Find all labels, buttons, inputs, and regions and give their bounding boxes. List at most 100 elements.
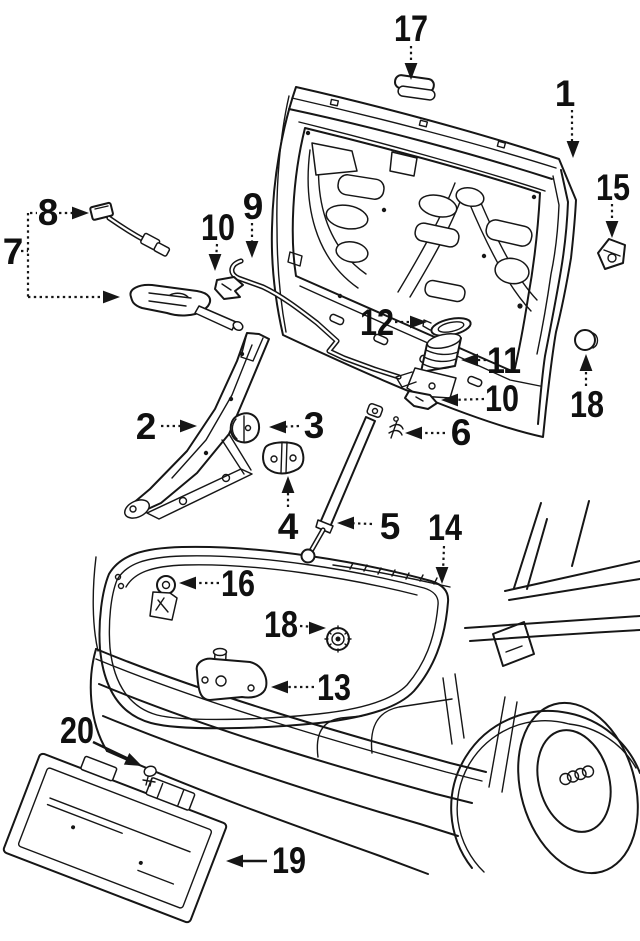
wheel: [517, 701, 639, 875]
arrowhead-icon: [269, 420, 286, 434]
grommet-body: [574, 329, 596, 351]
lid-cutout: [494, 257, 530, 285]
lid-slot: [329, 313, 345, 326]
arrowhead-icon: [226, 854, 243, 868]
ball-end: [300, 548, 316, 564]
clip-10-right: [404, 390, 438, 410]
callout-bracket-15: 15: [596, 167, 630, 238]
body-crease: [469, 629, 640, 642]
strut-eyelet: [366, 403, 384, 418]
cable-end-8: [89, 201, 171, 257]
base-arm: [395, 371, 417, 388]
beltline: [504, 560, 640, 592]
release-handle-7: [129, 283, 244, 332]
part-number-gas-strut: 5: [380, 506, 401, 547]
lid-cutout: [335, 241, 369, 263]
part-number-cable-end: 8: [38, 192, 59, 233]
callout-release-cable: 7: [3, 213, 120, 304]
callout-lid-pad: 17: [394, 8, 428, 80]
lid-cutout: [389, 151, 418, 177]
cylinder-rib: [423, 356, 457, 363]
callout-lock-gasket: 12: [360, 302, 427, 343]
lid-pad-17: [393, 74, 436, 101]
arrowhead-icon: [72, 206, 89, 220]
plate-hole: [201, 676, 209, 684]
bumper-end-cap: [89, 648, 108, 752]
clip-10-left: [214, 276, 244, 300]
strut-clip-6: [388, 416, 404, 439]
lever-tip: [232, 320, 244, 332]
callout-hinge: 2: [136, 406, 197, 447]
band-clip: [418, 119, 429, 128]
arrowhead-icon: [405, 426, 422, 440]
part-number-bracket-15: 15: [596, 167, 630, 208]
torsion-bar-inner: [230, 259, 401, 379]
handle-line: [148, 300, 187, 307]
part-number-clip-left: 10: [201, 207, 235, 248]
part-number-grommet-right: 18: [570, 384, 604, 425]
arrowhead-icon: [441, 393, 458, 407]
bumper-line: [95, 658, 483, 782]
lid-cutout: [418, 194, 458, 218]
arm-hole: [228, 396, 234, 402]
clip-head: [393, 416, 399, 422]
audi-rings-logo-icon: [559, 765, 595, 786]
bumper-arc: [231, 418, 238, 440]
part-number-bracket-16: 16: [221, 563, 255, 604]
fuel-door: [492, 621, 535, 667]
callout-trunk-lid: 1: [555, 73, 580, 158]
strut-hole: [221, 473, 231, 483]
body-line: [454, 673, 465, 739]
filler-panel-19: [2, 752, 228, 924]
bumper-hole: [289, 454, 297, 462]
callout-bumper-upper: 3: [269, 405, 324, 446]
callout-grommet-left: 18: [264, 604, 326, 645]
weatherstrip-inner: [108, 555, 439, 721]
connector: [89, 201, 114, 221]
panel-line: [137, 869, 175, 885]
body-crease: [464, 615, 640, 629]
part-number-bumper-lower: 4: [278, 506, 299, 547]
lid-hole: [305, 130, 311, 136]
panel-hole: [138, 860, 143, 865]
panel-line: [49, 797, 191, 853]
plate-hub: [215, 675, 227, 687]
lid-cutout: [485, 219, 533, 247]
arrowhead-icon: [309, 621, 326, 635]
arrowhead-icon: [208, 254, 222, 271]
callout-cable-end: 8: [30, 192, 89, 233]
part-number-lock-gasket: 12: [360, 302, 394, 343]
grommet-tab: [592, 332, 599, 349]
bracket-ring: [156, 575, 176, 595]
callout-filler-panel: 19: [226, 840, 306, 881]
inner-fender-line: [488, 696, 506, 788]
lid-hole: [531, 194, 537, 200]
base-hole: [428, 382, 436, 390]
arrowhead-icon: [179, 576, 196, 590]
arrowhead-icon: [281, 476, 295, 493]
bumper-line: [285, 441, 288, 474]
rear-body: [89, 500, 640, 875]
trunk-lid: [270, 86, 577, 438]
taillamp-cutline: [370, 698, 453, 754]
part-number-trunk-lid: 1: [555, 73, 576, 114]
c-pillar-line: [513, 502, 542, 589]
arrowhead-icon: [579, 354, 593, 371]
hinge-2: [123, 332, 270, 520]
arrowhead-icon: [435, 567, 449, 584]
grommet-18-left: [324, 625, 352, 653]
part-number-torsion-bar: 9: [243, 186, 264, 227]
arrowhead-icon: [605, 221, 619, 238]
rib-curve: [307, 149, 359, 289]
hinge-brace: [228, 433, 252, 471]
leader-line: [345, 521, 373, 526]
part-number-grommet-left: 18: [264, 604, 298, 645]
latch-plate: [195, 657, 268, 701]
arrowhead-icon: [461, 353, 478, 367]
part-number-latch: 13: [317, 667, 351, 708]
lid-cutout: [424, 279, 466, 303]
bolt-hole: [117, 582, 125, 590]
callout-torsion-bar: 9: [243, 186, 264, 258]
strut-cylinder: [319, 416, 376, 528]
